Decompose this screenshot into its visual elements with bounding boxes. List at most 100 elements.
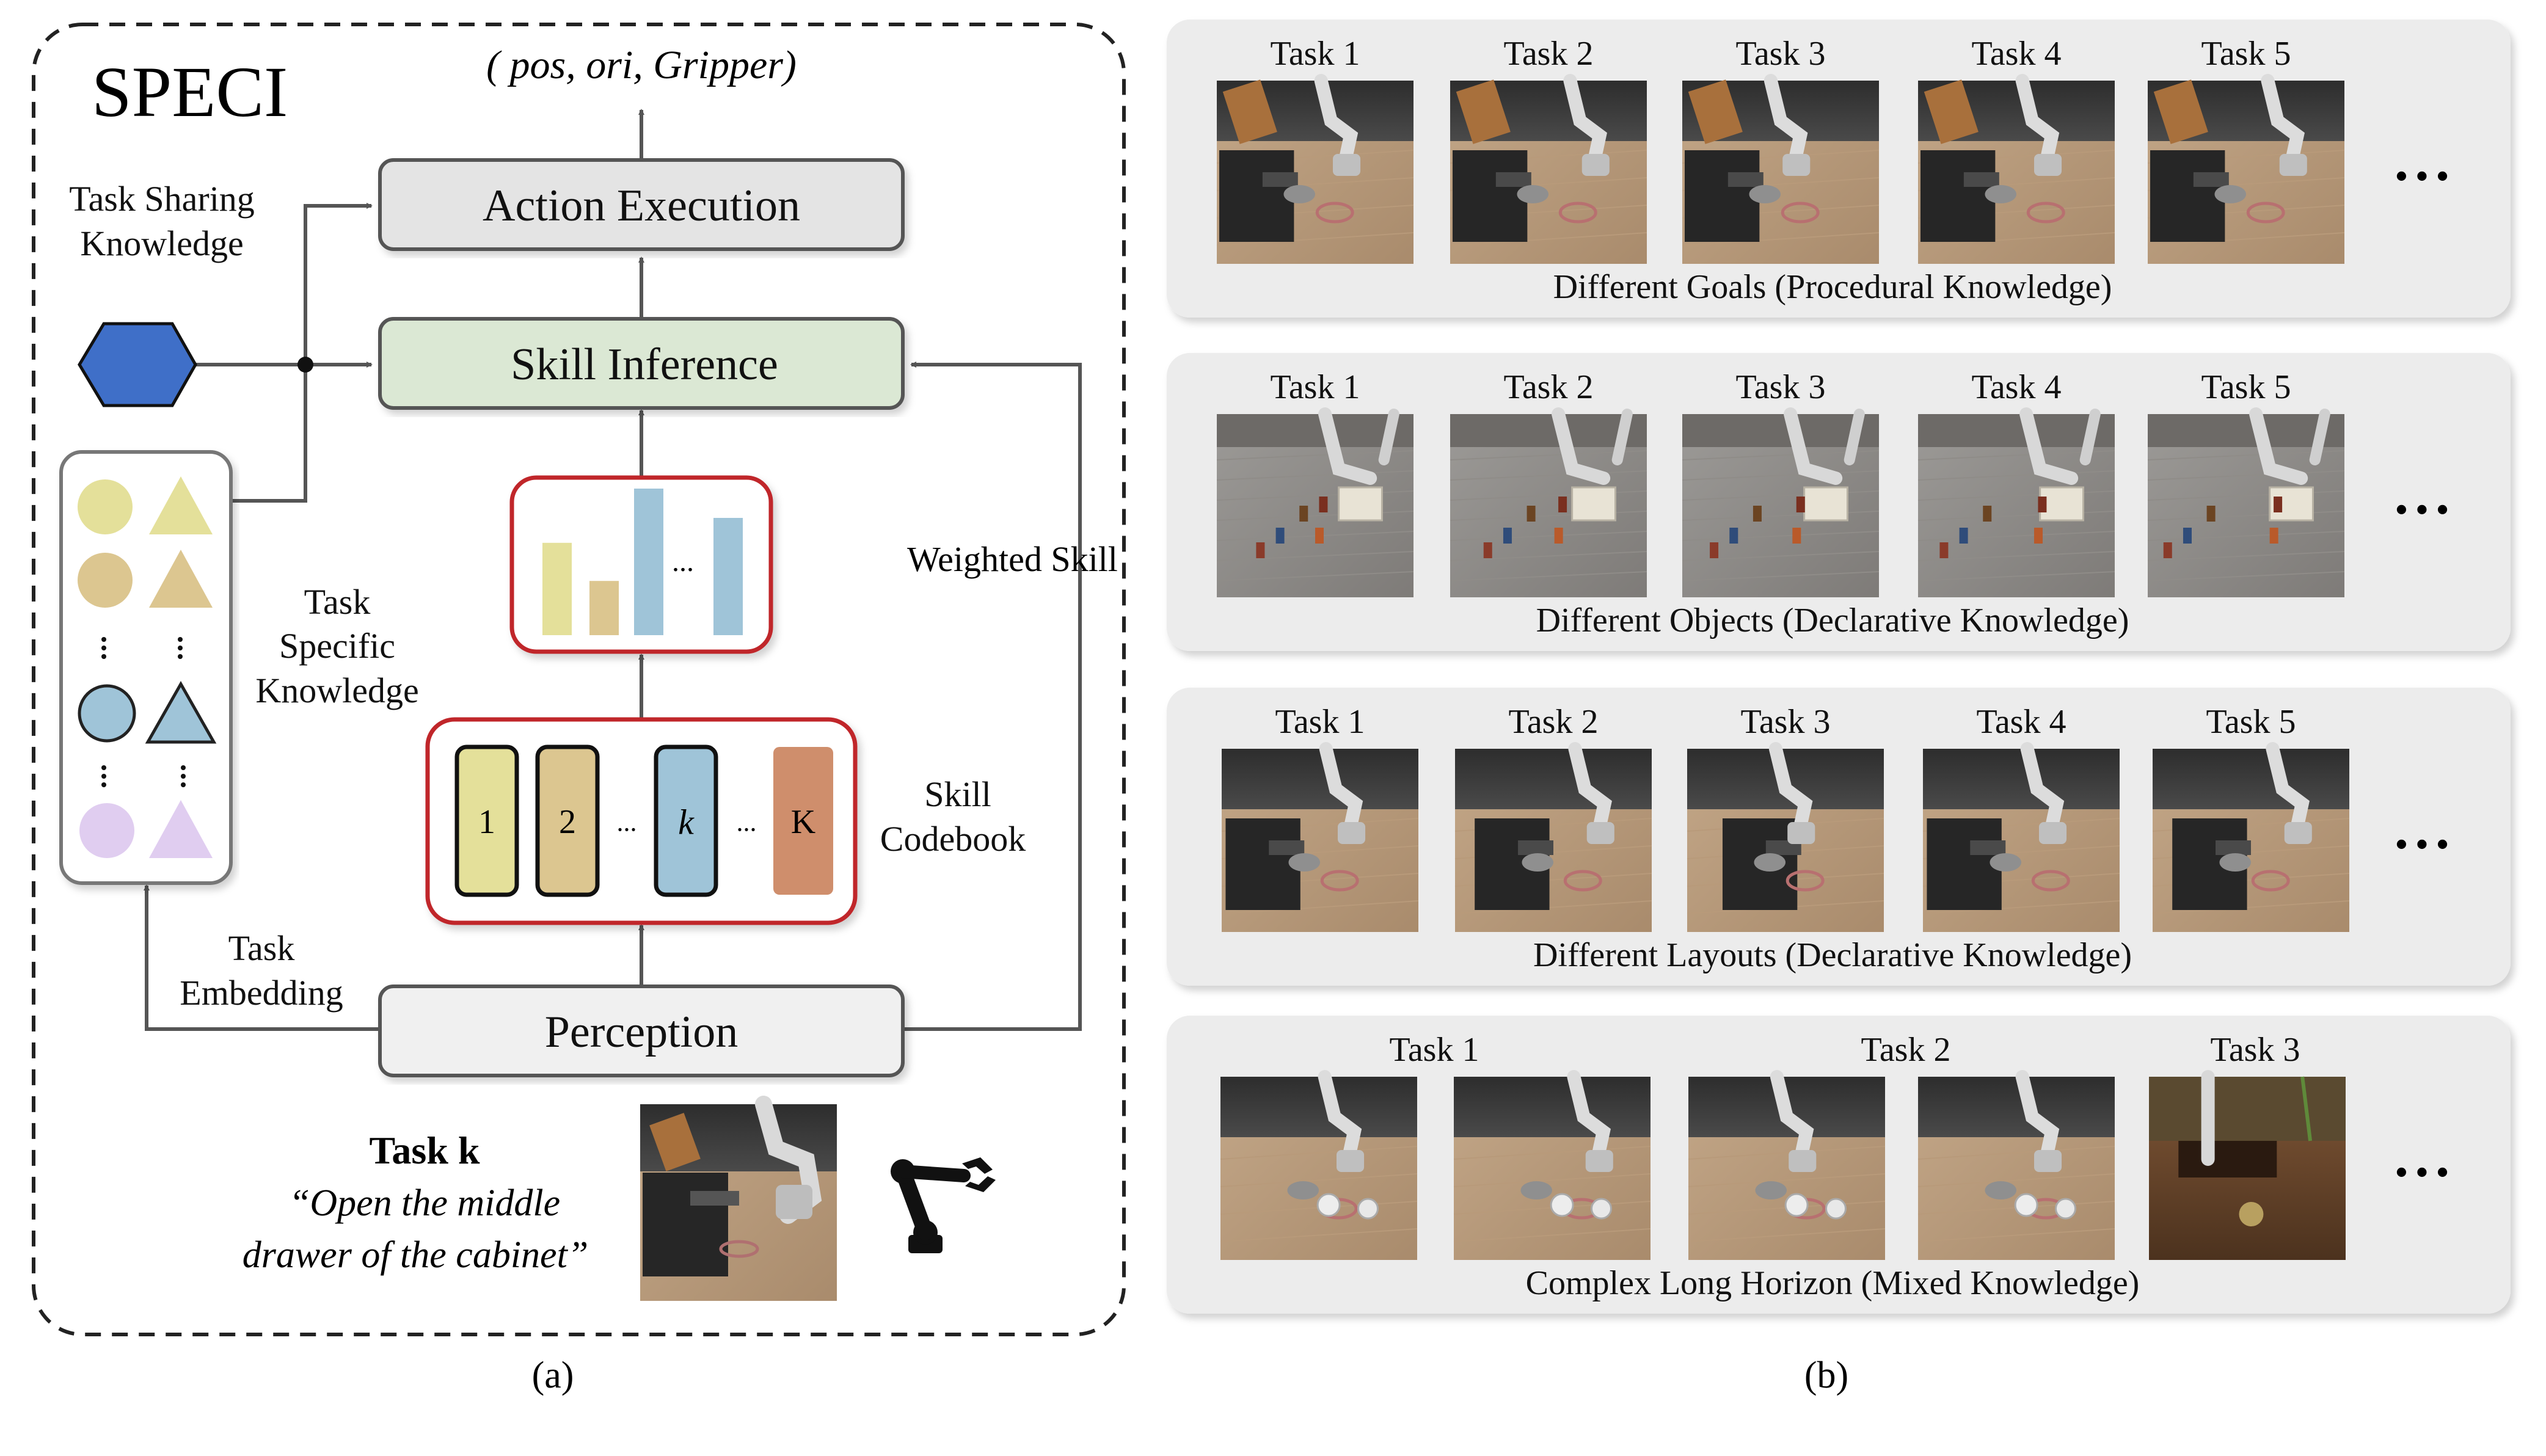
skill-codebook-label-line1: Skill bbox=[924, 774, 991, 814]
panel-b-row-3-scene-3 bbox=[1687, 742, 1884, 932]
panel-b-row-2-task-label-3: Task 3 bbox=[1736, 368, 1826, 406]
panel-b-row-4-scene-5 bbox=[2149, 1070, 2346, 1260]
panel-b-row-4-task-label-3: Task 3 bbox=[2211, 1031, 2300, 1069]
codebook-ellipsis-2: ... bbox=[737, 807, 757, 837]
panel-a: SPECI ( pos, ori, Gripper) Action Execut… bbox=[32, 23, 1126, 1396]
task-sharing-label-line2: Knowledge bbox=[80, 224, 243, 263]
vertical-ellipsis-1 bbox=[101, 637, 183, 659]
panel-b-row-1-task-label-1: Task 1 bbox=[1271, 35, 1360, 73]
robot-arm-icon bbox=[891, 1157, 996, 1253]
task-sharing-hexagon-icon bbox=[78, 322, 197, 407]
codebook-entry-1 bbox=[454, 744, 519, 897]
panel-b-row-2-scene-5 bbox=[2147, 407, 2345, 597]
task-specific-label-line3: Knowledge bbox=[255, 671, 418, 710]
weighted-skill-box: ... bbox=[509, 475, 773, 654]
panel-b: Task 1 Task 2 Task 3 Task 4 Task 5 • • • Diffe… bbox=[1167, 20, 2511, 1314]
panel-b-row-2-scene-4 bbox=[1917, 407, 2115, 597]
panel-b-row-1-scene-3 bbox=[1682, 74, 1880, 264]
blue-circle-icon bbox=[78, 684, 136, 743]
codebook-ellipsis-1: ... bbox=[617, 807, 637, 837]
task-k-instruction-line1: “Open the middle bbox=[289, 1182, 560, 1224]
speci-title: SPECI bbox=[92, 52, 288, 132]
panel-b-row-4-task-label-2: Task 2 bbox=[1861, 1031, 1951, 1069]
panel-b-row-1-scene-2 bbox=[1450, 74, 1647, 264]
codebook-entry-K-label: K bbox=[791, 803, 815, 841]
panel-b-row-2-caption: Different Objects (Declarative Knowledge… bbox=[1536, 602, 2129, 639]
task-k-instruction-line2: drawer of the cabinet” bbox=[243, 1234, 589, 1276]
panel-b-row-1-caption: Different Goals (Procedural Knowledge) bbox=[1553, 268, 2112, 306]
arrow-to-action bbox=[304, 203, 373, 365]
skill-codebook-box: 1 2 ... k ... K bbox=[425, 717, 858, 925]
panel-b-row-4-task-label-1: Task 1 bbox=[1390, 1031, 1479, 1069]
skill-inference-node: Skill Inference bbox=[378, 317, 905, 410]
weighted-bar-3 bbox=[634, 489, 663, 635]
codebook-entry-k-label: k bbox=[678, 803, 695, 842]
panel-b-row-2-task-label-2: Task 2 bbox=[1504, 368, 1594, 406]
perception-node: Perception bbox=[378, 985, 905, 1077]
panel-b-row-4-scene-4 bbox=[1917, 1070, 2115, 1260]
panel-b-row-2-scene-2 bbox=[1450, 407, 1647, 597]
panel-b-row-4-scene-3 bbox=[1688, 1070, 1886, 1260]
task-k-scene-image bbox=[640, 1096, 837, 1301]
purple-circle-icon bbox=[79, 803, 134, 858]
panel-b-row-3-caption: Different Layouts (Declarative Knowledge… bbox=[1533, 936, 2132, 974]
panel-b-row-3-ellipsis: • • • bbox=[2396, 826, 2449, 864]
panel-a-dashed-border bbox=[32, 23, 1126, 1336]
arrow-perception-to-skill bbox=[903, 362, 1082, 1031]
perception-label: Perception bbox=[545, 1007, 738, 1057]
panel-b-row-1-task-label-4: Task 4 bbox=[1972, 35, 2062, 73]
codebook-entry-2-label: 2 bbox=[559, 803, 576, 841]
panel-b-row-4-scene-1 bbox=[1220, 1070, 1418, 1260]
codebook-entry-1-label: 1 bbox=[478, 803, 495, 841]
panel-b-row-3-task-label-3: Task 3 bbox=[1741, 703, 1831, 741]
panel-b-caption: (b) bbox=[1804, 1355, 1848, 1396]
panel-b-row-3-task-label-1: Task 1 bbox=[1275, 703, 1365, 741]
panel-b-row-1-task-label-3: Task 3 bbox=[1736, 35, 1826, 73]
panel-b-row-2-task-label-4: Task 4 bbox=[1972, 368, 2062, 406]
task-k-heading: Task k bbox=[370, 1129, 480, 1172]
panel-b-row-4-scene-2 bbox=[1453, 1070, 1651, 1260]
panel-b-row-2-task-label-1: Task 1 bbox=[1271, 368, 1360, 406]
task-specific-label-line1: Task bbox=[304, 582, 371, 622]
panel-b-row-2-scene-1 bbox=[1216, 407, 1414, 597]
panel-b-row-1-task-label-2: Task 2 bbox=[1504, 35, 1594, 73]
vertical-ellipsis-2 bbox=[101, 765, 186, 787]
panel-b-row-4-caption: Complex Long Horizon (Mixed Knowledge) bbox=[1526, 1264, 2140, 1302]
panel-b-row-4: Task 1 Task 2 Task 3 • • • Complex Long Hori… bbox=[1167, 1016, 2511, 1314]
yellow-circle-icon bbox=[78, 479, 133, 534]
weighted-ellipsis: ... bbox=[672, 545, 694, 578]
panel-b-row-4-ellipsis: • • • bbox=[2396, 1154, 2449, 1192]
panel-b-row-1-scene-4 bbox=[1917, 74, 2115, 264]
task-sharing-label-line1: Task Sharing bbox=[69, 179, 255, 219]
arrow-task-embedding bbox=[144, 884, 380, 1031]
panel-b-row-1-task-label-5: Task 5 bbox=[2201, 35, 2291, 73]
action-execution-label: Action Execution bbox=[483, 181, 800, 231]
panel-b-row-1-scene-5 bbox=[2147, 74, 2345, 264]
panel-b-row-2-ellipsis: • • • bbox=[2396, 491, 2449, 529]
junction-dot bbox=[297, 357, 313, 373]
panel-b-row-2-task-label-5: Task 5 bbox=[2201, 368, 2291, 406]
line-specific-knowledge bbox=[231, 365, 307, 503]
panel-b-row-2-scene-3 bbox=[1682, 407, 1880, 597]
panel-b-row-2: Task 1 Task 2 Task 3 Task 4 Task 5 • • • Diffe… bbox=[1167, 353, 2511, 651]
weighted-bar-2 bbox=[589, 581, 619, 635]
panel-b-row-1-scene-1 bbox=[1216, 74, 1414, 264]
skill-inference-label: Skill Inference bbox=[511, 340, 778, 390]
codebook-entry-k bbox=[654, 744, 718, 897]
panel-b-row-3-scene-4 bbox=[1922, 742, 2120, 932]
panel-b-row-3-scene-1 bbox=[1221, 742, 1419, 932]
panel-b-row-3-task-label-5: Task 5 bbox=[2206, 703, 2296, 741]
action-execution-node: Action Execution bbox=[378, 158, 905, 251]
blue-triangle-icon bbox=[145, 680, 217, 744]
weighted-bar-group bbox=[542, 489, 743, 635]
skill-codebook-label-line2: Codebook bbox=[880, 819, 1026, 859]
tan-circle-icon bbox=[78, 553, 133, 608]
weighted-bar-4 bbox=[713, 518, 743, 635]
codebook-entry-K bbox=[773, 747, 833, 895]
panel-a-caption: (a) bbox=[532, 1355, 574, 1396]
task-embedding-label-line2: Embedding bbox=[180, 973, 343, 1013]
